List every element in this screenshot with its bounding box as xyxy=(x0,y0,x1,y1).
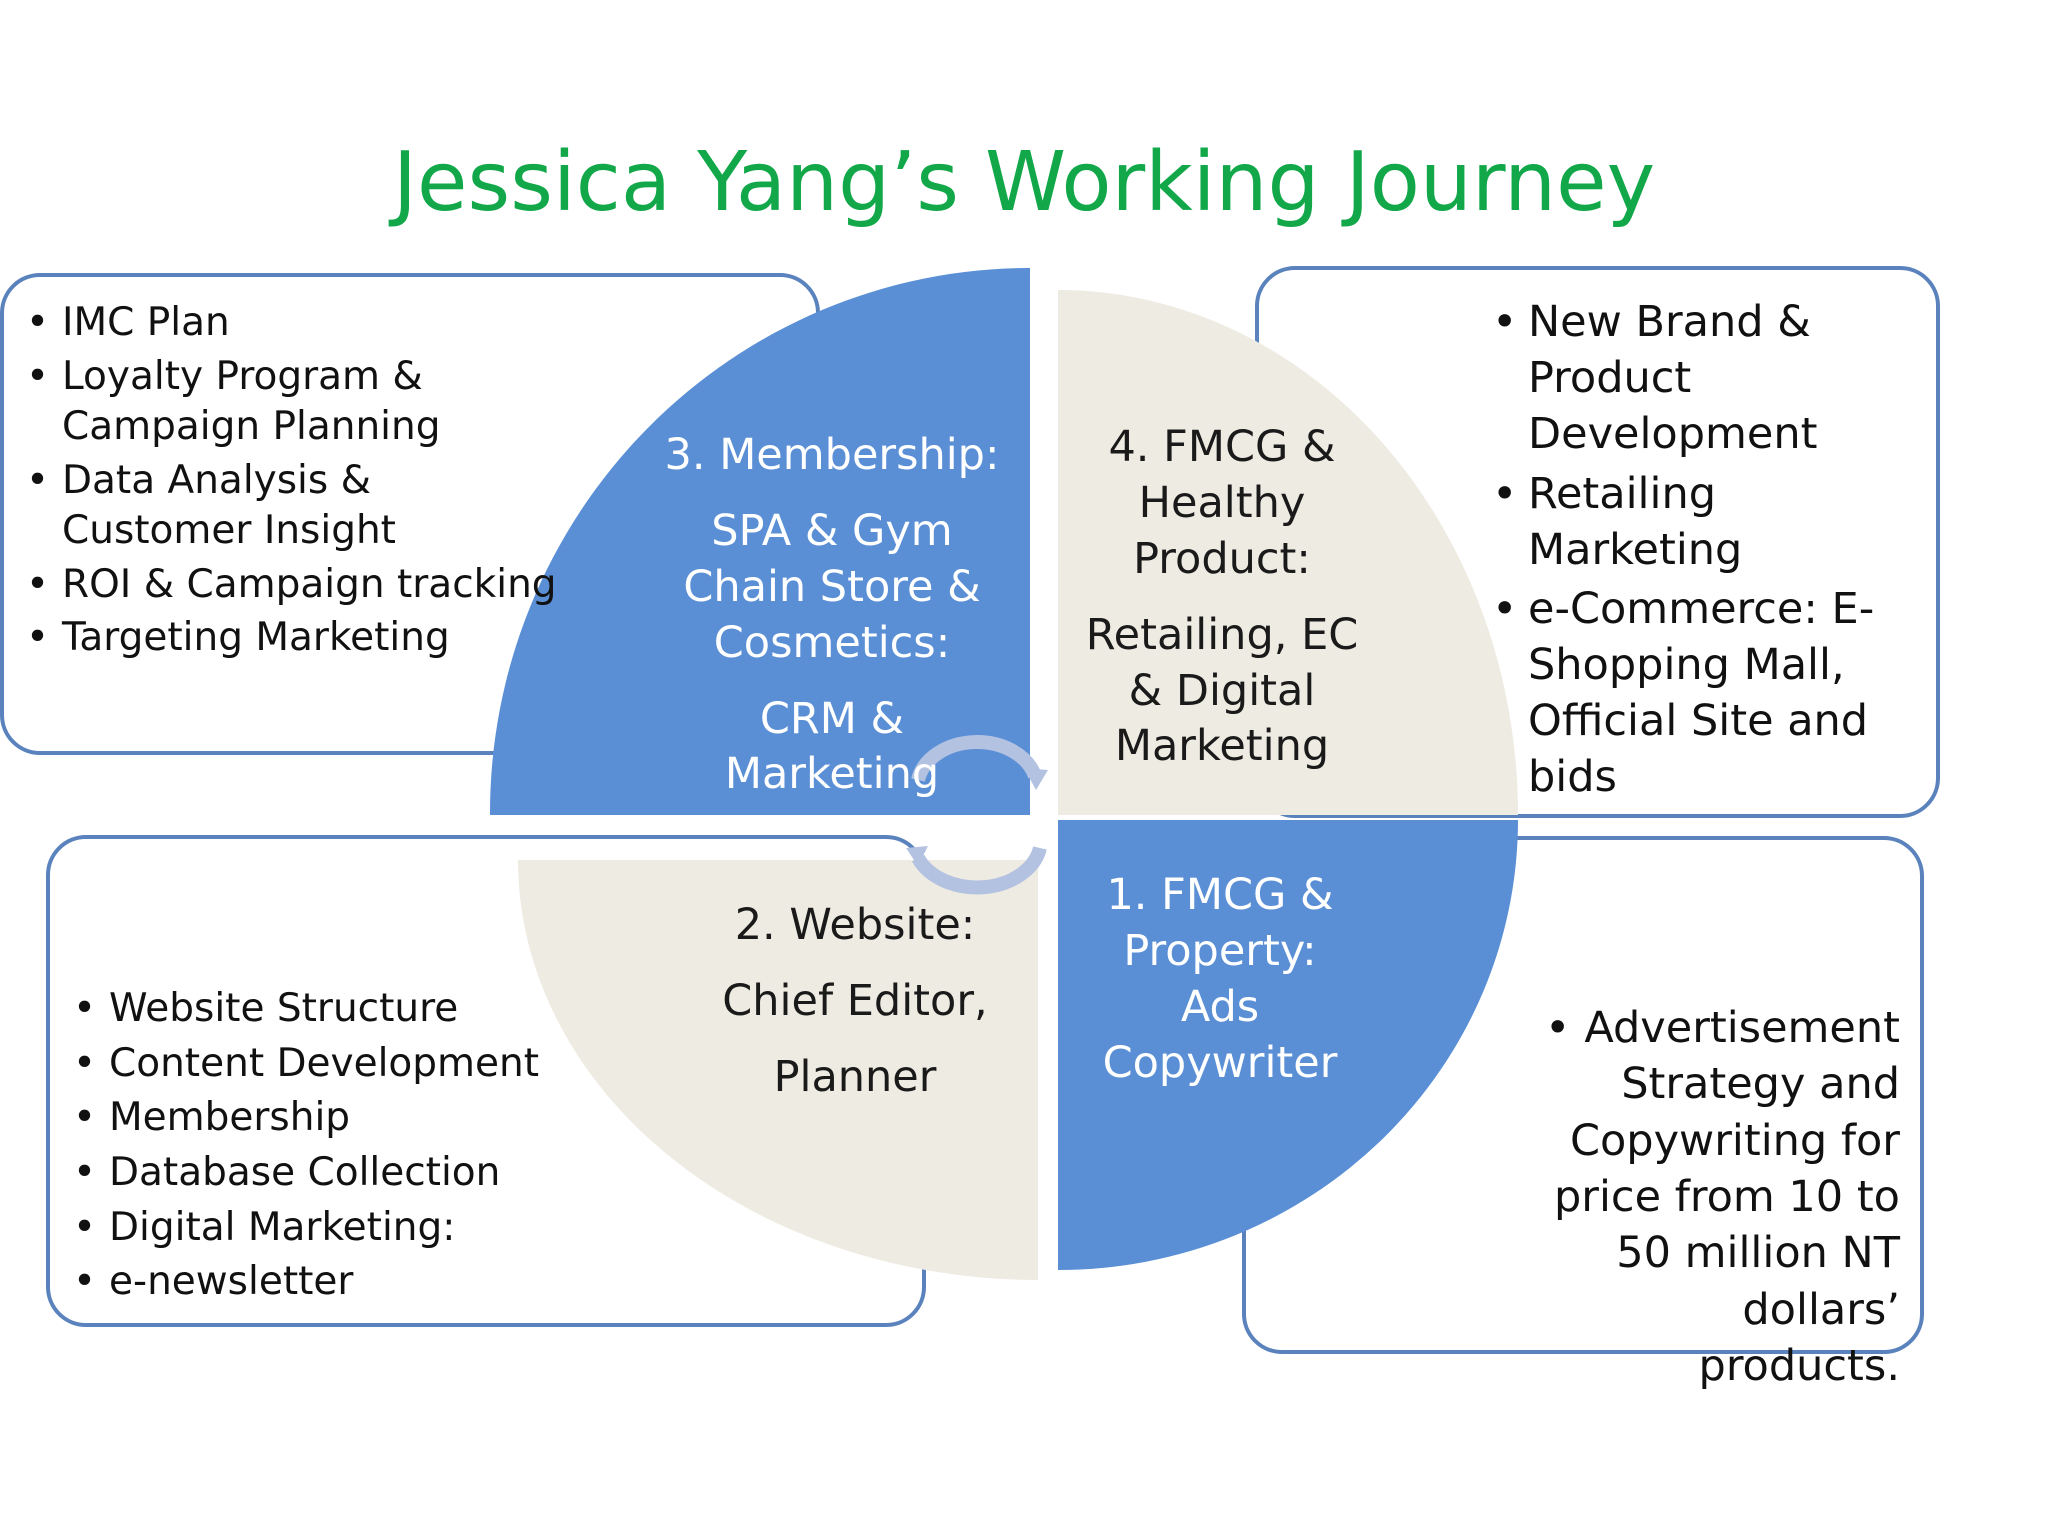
quadrant-3-label: 3. Membership: SPA & Gym Chain Store & C… xyxy=(662,428,1002,803)
page-title: Jessica Yang’s Working Journey xyxy=(392,135,1656,230)
quadrant-4-shape xyxy=(1058,290,1518,815)
quadrant-3-line: Cosmetics: xyxy=(713,617,951,668)
cycle-arrow-upper-head-icon xyxy=(1024,768,1048,790)
list-item: Advertisement Strategy and Copywriting f… xyxy=(1540,1000,1900,1394)
quadrant-3-line: SPA & Gym xyxy=(711,505,953,556)
list-top-right: New Brand & Product Development Retailin… xyxy=(1492,295,1912,810)
cycle-arrow-lower-head-icon xyxy=(906,846,928,866)
list-item: New Brand & Product Development xyxy=(1492,295,1912,463)
list-item: Content Development xyxy=(73,1039,693,1090)
quadrant-4-line: Healthy xyxy=(1138,477,1306,528)
list-item: ROI & Campaign tracking xyxy=(26,560,566,610)
quadrant-4-line: 4. FMCG & xyxy=(1108,422,1336,472)
list-item: e-newsletter xyxy=(73,1257,693,1308)
quadrant-3-line: Chain Store & xyxy=(683,561,981,612)
quadrant-4-label: 4. FMCG & Healthy Product: Retailing, EC… xyxy=(1062,420,1382,775)
quadrant-3-heading: 3. Membership: xyxy=(664,430,1000,480)
cycle-arrow-lower-icon xyxy=(911,846,1047,895)
list-item: Digital Marketing: xyxy=(73,1203,693,1254)
quadrant-2-label: 2. Website: Chief Editor, Planner xyxy=(700,898,1010,1106)
quadrant-2-shape xyxy=(518,860,1038,1280)
quadrant-1-shape xyxy=(1058,820,1518,1270)
quadrant-3-line: Marketing xyxy=(724,749,940,800)
quadrant-1-line: Copywriter xyxy=(1102,1037,1338,1088)
list-item: Targeting Marketing xyxy=(26,613,566,663)
list-item: Membership xyxy=(73,1093,693,1144)
list-bottom-left: Website Structure Content Development Me… xyxy=(73,984,693,1312)
quadrant-2-line: Planner xyxy=(773,1051,937,1102)
quadrant-2-line: Chief Editor, xyxy=(722,975,988,1026)
quadrant-3-line: CRM & xyxy=(759,693,905,744)
list-top-left: IMC Plan Loyalty Program & Campaign Plan… xyxy=(26,298,566,667)
quadrant-4-line: Marketing xyxy=(1114,721,1330,772)
list-item: IMC Plan xyxy=(26,298,566,348)
quadrant-3-shape xyxy=(489,268,1031,815)
quadrant-1-line: 1. FMCG & xyxy=(1106,870,1334,920)
quadrant-4-line: Retailing, EC xyxy=(1085,609,1359,660)
list-item: Retailing Marketing xyxy=(1492,467,1912,579)
quadrant-2-line: 2. Website: xyxy=(734,900,976,950)
quadrant-4-line: & Digital xyxy=(1128,665,1316,716)
list-bottom-right: Advertisement Strategy and Copywriting f… xyxy=(1540,1000,1900,1398)
list-item: e-Commerce: E-Shopping Mall, Official Si… xyxy=(1492,582,1912,806)
list-item: Website Structure xyxy=(73,984,693,1035)
quadrant-4-line: Product: xyxy=(1133,533,1311,584)
quadrant-1-label: 1. FMCG & Property: Ads Copywriter xyxy=(1075,868,1365,1092)
quadrant-1-line: Property: xyxy=(1123,925,1317,976)
cycle-arrow-upper-icon xyxy=(911,735,1042,782)
list-item: Loyalty Program & Campaign Planning xyxy=(26,352,566,452)
list-item: Data Analysis & Customer Insight xyxy=(26,456,566,556)
quadrant-1-line: Ads xyxy=(1180,981,1260,1032)
list-item: Database Collection xyxy=(73,1148,693,1199)
